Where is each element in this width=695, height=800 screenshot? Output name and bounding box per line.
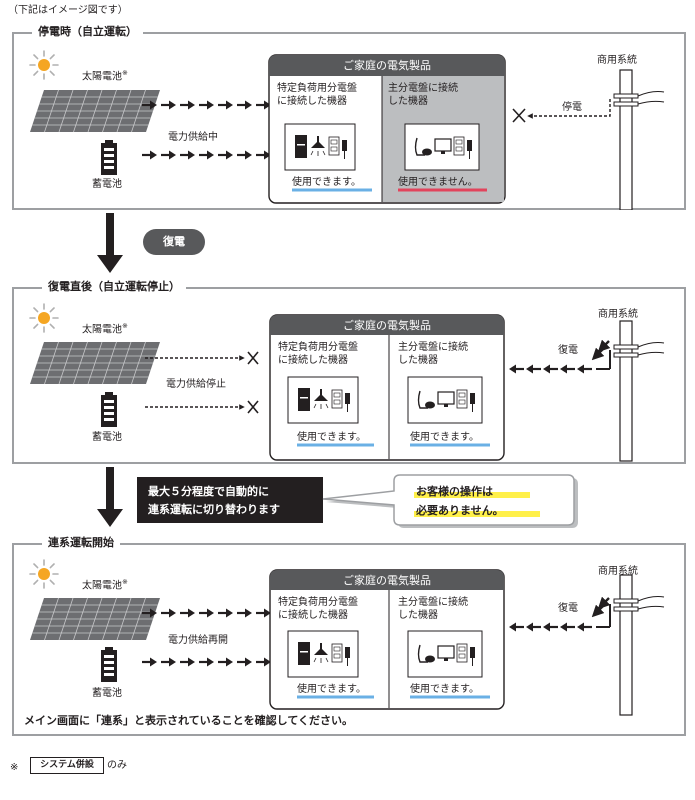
supply-arrows-top [140, 99, 273, 111]
down-arrow-1 [97, 213, 123, 273]
caption: （下記はイメージ図です） [8, 5, 128, 16]
right-panel-line2: した機器 [398, 355, 438, 366]
scene-blackout: 停電時（自立運転） 太陽電池※ 蓄電池 電力供給中 ご家庭の電気製品 特定負荷用… [12, 26, 686, 210]
right-panel-line1: 主分電盤に接続 [388, 83, 458, 94]
house-title: ご家庭の電気製品 [343, 59, 431, 72]
right-panel-status: 使用できます。 [410, 432, 479, 443]
scene-grid-tie-graphics [12, 543, 686, 736]
left-panel-line1: 特定負荷用分電盤 [278, 597, 358, 608]
solar-label: 太陽電池※ [82, 322, 128, 336]
left-panel-line2: に接続した機器 [278, 610, 348, 621]
solar-label: 太陽電池※ [82, 69, 128, 83]
footnote-mark: ※ [10, 762, 19, 773]
scene-recovery: 復電直後（自立運転停止） 太陽電池※ 蓄電池 電力供給停止 ご家庭の電気製品 特… [12, 281, 686, 464]
scene-recovery-graphics [12, 287, 686, 464]
battery-label: 蓄電池 [92, 179, 122, 190]
right-panel-line1: 主分電盤に接続 [398, 342, 468, 353]
supply-label: 電力供給再開 [168, 635, 228, 646]
footnote-suffix: のみ [107, 760, 127, 771]
left-panel-status: 使用できます。 [297, 432, 366, 443]
system-badge: システム併設 [30, 757, 104, 774]
scene-title: 復電直後（自立運転停止） [42, 281, 186, 292]
left-panel-line2: に接続した機器 [277, 96, 347, 107]
supply-label: 電力供給中 [168, 132, 218, 143]
down-arrow-2 [97, 467, 123, 527]
right-panel-status: 使用できません。 [398, 177, 478, 188]
left-panel-status: 使用できます。 [292, 177, 361, 188]
right-panel-status: 使用できます。 [410, 684, 479, 695]
auto-switch-line2: 連系運転に切り替わります [148, 503, 280, 516]
recovery-badge: 復電 [143, 229, 205, 255]
bubble-line1: お客様の操作は [416, 485, 493, 498]
right-panel-line1: 主分電盤に接続 [398, 597, 468, 608]
house-title: ご家庭の電気製品 [343, 319, 431, 332]
system-badge-text: システム併設 [40, 760, 94, 770]
grid-status: 停電 [562, 102, 582, 113]
bubble-line2: 必要ありません。 [416, 504, 504, 517]
auto-switch-box: 最大５分程度で自動的に 連系運転に切り替わります [137, 477, 323, 523]
solar-label: 太陽電池※ [82, 578, 128, 592]
confirm-note: メイン画面に「連系」と表示されていることを確認してください。 [24, 714, 354, 727]
grid-label: 商用系統 [597, 55, 637, 66]
scene-grid-tie: 連系運転開始 太陽電池※ 蓄電池 電力供給再開 ご家庭の電気製品 特定負荷用分電… [12, 537, 686, 736]
scene-title: 停電時（自立運転） [32, 26, 143, 37]
speech-bubble [322, 474, 578, 528]
left-panel-line1: 特定負荷用分電盤 [278, 342, 358, 353]
grid-status: 復電 [558, 603, 578, 614]
left-panel-line2: に接続した機器 [278, 355, 348, 366]
scene-title: 連系運転開始 [42, 537, 120, 548]
supply-label: 電力供給停止 [166, 379, 226, 390]
left-panel-line1: 特定負荷用分電盤 [277, 83, 357, 94]
auto-switch-line1: 最大５分程度で自動的に [148, 485, 269, 498]
grid-status: 復電 [558, 345, 578, 356]
left-panel-status: 使用できます。 [297, 684, 366, 695]
house-title: ご家庭の電気製品 [343, 574, 431, 587]
battery-label: 蓄電池 [92, 432, 122, 443]
battery-label: 蓄電池 [92, 688, 122, 699]
grid-label: 商用系統 [598, 566, 638, 577]
right-panel-line2: した機器 [398, 610, 438, 621]
scene-blackout-graphics [12, 32, 686, 210]
grid-label: 商用系統 [598, 309, 638, 320]
supply-arrows-bottom [140, 149, 273, 161]
right-panel-line2: した機器 [388, 96, 428, 107]
recovery-badge-text: 復電 [163, 235, 185, 248]
